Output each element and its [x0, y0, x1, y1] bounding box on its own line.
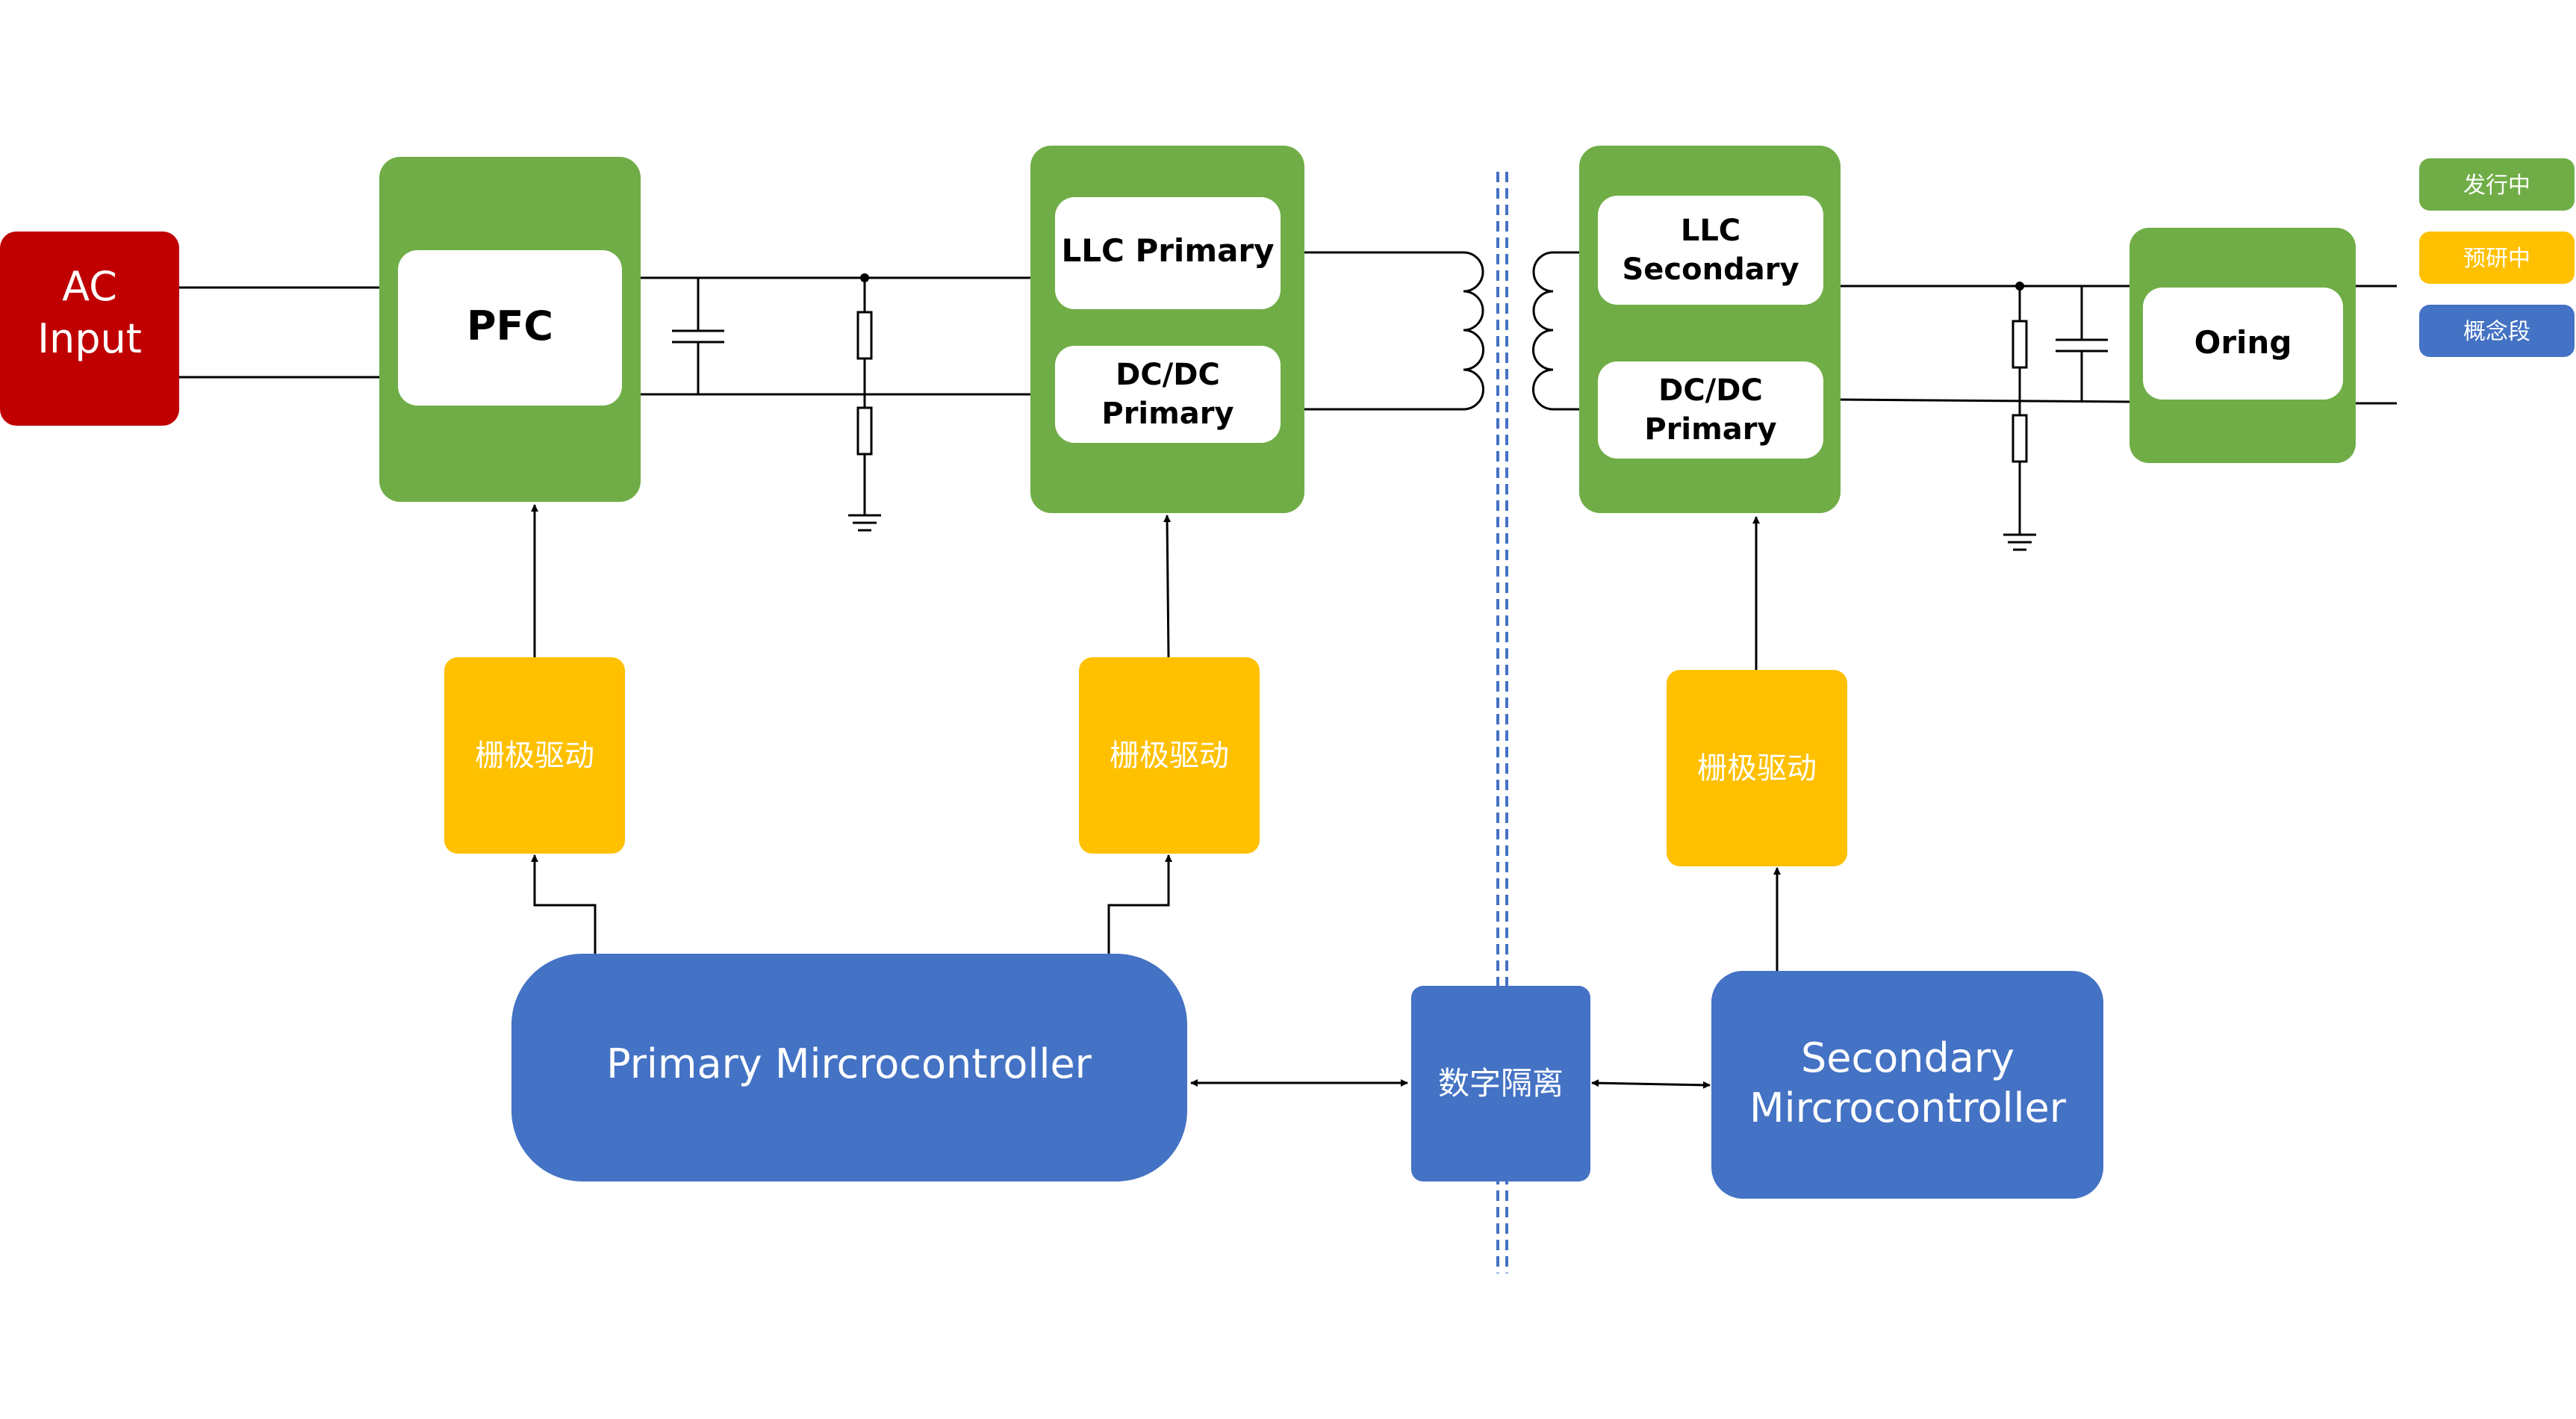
- dcdc-primary-left-line2: Primary: [1101, 397, 1233, 431]
- gate-driver-3: 栅极驱动: [1667, 670, 1847, 866]
- ac-to-pfc-wires: [179, 286, 381, 379]
- gate-driver-2-label: 栅极驱动: [1110, 739, 1229, 773]
- control-arrows: [531, 504, 1781, 1089]
- legend-released-label: 发行中: [2463, 173, 2530, 199]
- ac-input-label-line1: AC: [62, 263, 117, 310]
- llc-secondary-line1: LLC: [1681, 214, 1740, 248]
- isolation-barrier: [1496, 172, 1508, 1273]
- llc-secondary-line2: Secondary: [1622, 252, 1799, 287]
- dcdc-primary-right-line2: Primary: [1644, 412, 1776, 447]
- ac-input-block: AC Input: [0, 232, 179, 426]
- gate-driver-1-label: 栅极驱动: [475, 739, 594, 773]
- llc-primary-block: LLC Primary DC/DC Primary: [1030, 146, 1304, 513]
- secondary-mcu-line2: Mircrocontroller: [1749, 1084, 2067, 1131]
- legend-pre-research-label: 预研中: [2463, 246, 2530, 272]
- secondary-mcu-line1: Secondary: [1801, 1034, 2015, 1081]
- pfc-block: PFC: [379, 157, 641, 502]
- transformer: [1303, 251, 1592, 411]
- dcdc-primary-left-line1: DC/DC: [1116, 358, 1220, 392]
- primary-mcu-label: Primary Mircrocontroller: [606, 1040, 1092, 1087]
- oring-label: Oring: [2194, 324, 2292, 361]
- dcdc-primary-right-line1: DC/DC: [1658, 373, 1763, 408]
- digital-isolation-block: 数字隔离: [1411, 986, 1590, 1182]
- primary-mcu-block: Primary Mircrocontroller: [511, 954, 1187, 1182]
- pfc-label: PFC: [467, 302, 553, 350]
- llc-primary-label: LLC Primary: [1061, 232, 1274, 269]
- gate-driver-2: 栅极驱动: [1079, 657, 1260, 854]
- legend: 发行中 预研中 概念段: [2419, 158, 2575, 357]
- digital-isolation-label: 数字隔离: [1438, 1065, 1564, 1102]
- legend-concept-label: 概念段: [2463, 319, 2530, 345]
- llc-secondary-block: LLC Secondary DC/DC Primary: [1579, 146, 1841, 513]
- secondary-output-bus: [1838, 282, 2397, 551]
- pfc-output-bus: [641, 273, 1032, 532]
- secondary-mcu-block: Secondary Mircrocontroller: [1711, 971, 2103, 1199]
- gate-driver-3-label: 栅极驱动: [1697, 751, 1817, 786]
- ac-input-label-line2: Input: [37, 315, 142, 362]
- gate-driver-1: 栅极驱动: [444, 657, 625, 854]
- oring-block: Oring: [2129, 228, 2356, 463]
